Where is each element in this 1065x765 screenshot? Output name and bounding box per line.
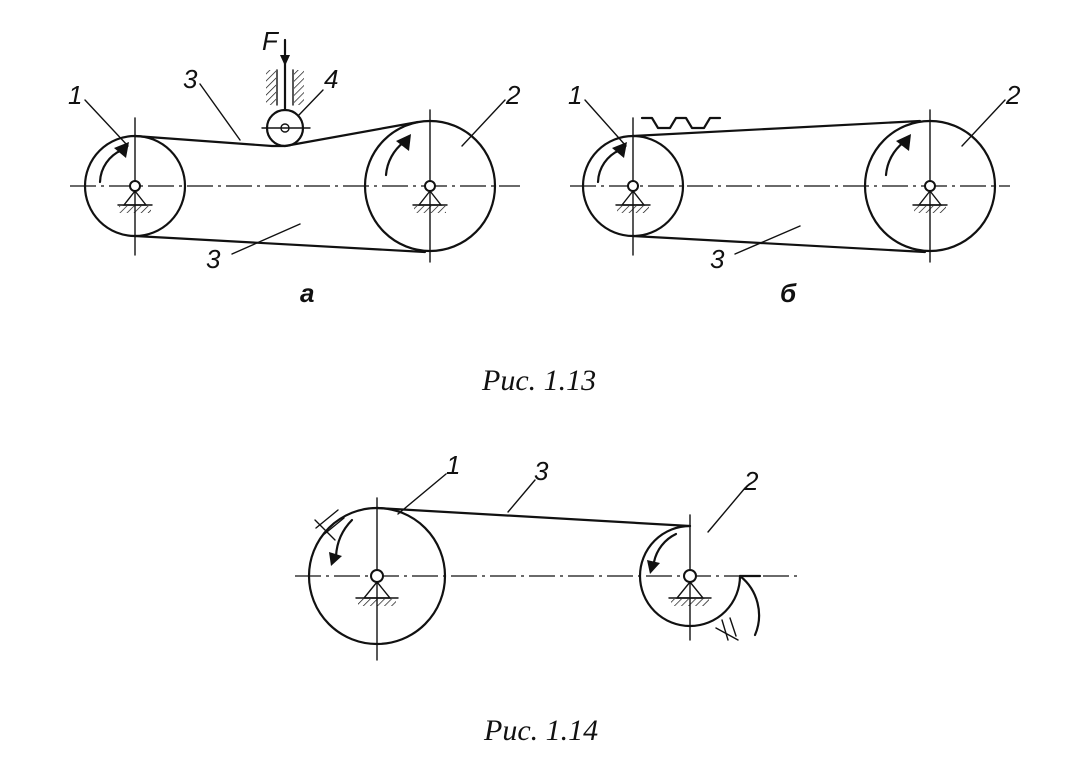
support-2	[412, 180, 448, 213]
label-pulley-1: 1	[568, 80, 582, 110]
rotation-arrow-2	[884, 140, 906, 177]
figure-1-14: 1 3 2	[295, 450, 800, 661]
support-2	[668, 569, 712, 606]
figure-b: 1 2 3 б	[568, 80, 1021, 308]
sublabel-a: a	[300, 278, 314, 308]
belt	[375, 506, 692, 528]
belt-lower	[631, 234, 927, 254]
label-force: F	[262, 26, 280, 56]
support-1	[117, 180, 153, 213]
label-belt-top: 3	[183, 64, 198, 94]
leader-2	[707, 487, 746, 533]
leader-1	[84, 99, 129, 147]
label-belt-bottom: 3	[206, 244, 221, 274]
label-pulley-1: 1	[68, 80, 82, 110]
support-1	[615, 180, 651, 213]
caption-fig-1-14: Рис. 1.14	[483, 714, 598, 747]
label-pulley-1: 1	[446, 450, 460, 480]
caption-fig-1-13: Рис. 1.13	[481, 364, 596, 397]
rotation-arrow-1-head	[329, 552, 342, 566]
leader-3-top	[199, 83, 241, 141]
rotation-arrow-1-head	[114, 142, 129, 158]
support-2	[912, 180, 948, 213]
rotation-arrow-1	[334, 518, 354, 558]
break-mark-2	[715, 617, 739, 641]
support-1	[355, 569, 399, 606]
figure-a: 1 2 3 3 4 F a	[68, 26, 521, 308]
rotation-arrow-2	[652, 532, 678, 564]
leader-3-bottom	[734, 225, 801, 255]
label-roller: 4	[324, 64, 338, 94]
rotation-arrow-1	[596, 148, 622, 184]
leader-3	[507, 479, 536, 513]
leader-2	[461, 99, 506, 147]
rotation-arrow-2-head	[896, 134, 911, 151]
belt-lower	[133, 234, 427, 254]
toothed-belt-symbol	[640, 116, 722, 130]
sublabel-b: б	[780, 278, 797, 308]
label-belt: 3	[534, 456, 549, 486]
rotation-arrow-1-head	[612, 142, 627, 158]
belt-upper	[631, 119, 922, 138]
rotation-arrow-2	[384, 140, 406, 177]
label-pulley-2: 2	[1005, 80, 1021, 110]
leader-2	[961, 99, 1006, 147]
label-pulley-2: 2	[505, 80, 521, 110]
leader-1	[584, 99, 627, 147]
force-arrow-head	[280, 55, 290, 66]
pulley-2-wrap	[738, 574, 761, 637]
leader-1	[397, 473, 447, 515]
leader-4	[297, 89, 324, 117]
leader-3-bottom	[231, 223, 301, 255]
belt-upper	[133, 120, 420, 148]
label-pulley-2: 2	[743, 466, 759, 496]
rotation-arrow-1	[98, 148, 124, 184]
break-mark-1	[314, 509, 345, 541]
rotation-arrow-2-head	[647, 560, 660, 574]
roller-guide	[266, 69, 304, 106]
rotation-arrow-2-head	[396, 134, 411, 151]
label-belt-bottom: 3	[710, 244, 725, 274]
pulley-2	[638, 524, 762, 628]
